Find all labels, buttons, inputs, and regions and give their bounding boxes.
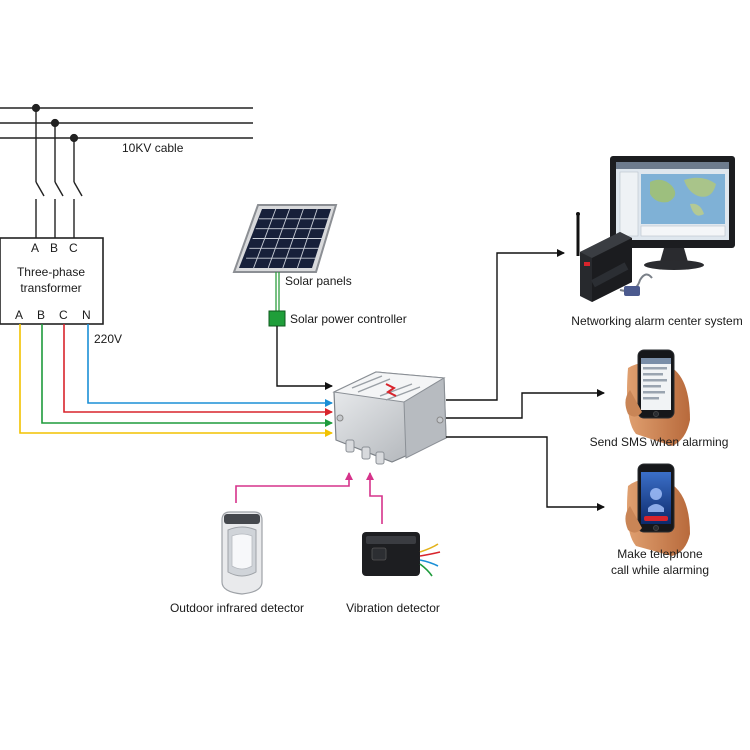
transformer-out-c: C <box>59 308 68 322</box>
infrared-detector-label: Outdoor infrared detector <box>170 601 304 615</box>
transformer-out-a: A <box>15 308 23 322</box>
10kv-cable <box>0 107 253 139</box>
transformer-out-n: N <box>82 308 91 322</box>
switch-b-icon <box>54 181 64 197</box>
switch-c-icon <box>73 181 83 197</box>
phase-wires <box>19 324 333 437</box>
cable-taps <box>31 103 83 238</box>
wire-phase-c <box>63 324 333 416</box>
gsm-alarm-unit-icon <box>332 371 447 465</box>
voltage-label: 220V <box>94 332 122 346</box>
caller-avatar-icon <box>650 488 662 500</box>
alarm-to-call-wire <box>446 436 605 511</box>
transformer-in-a: A <box>31 241 39 255</box>
infrared-to-alarm-wire <box>235 472 353 503</box>
solar-panel-icon <box>232 204 338 273</box>
solar-wires <box>275 272 280 311</box>
infrared-detector-icon <box>221 511 263 595</box>
wire-phase-a <box>19 324 333 437</box>
output-wires <box>446 249 605 511</box>
transformer-title-2: transformer <box>20 281 81 295</box>
controller-to-alarm-wire <box>276 326 333 390</box>
wire-neutral <box>87 324 333 407</box>
network-center-label: Networking alarm center system <box>571 314 742 328</box>
call-label-line1: Make telephone <box>617 547 703 561</box>
transformer-title-1: Three-phase <box>17 265 85 279</box>
vibration-detector-icon <box>362 532 441 577</box>
transformer-in-b: B <box>50 241 58 255</box>
cable-label: 10KV cable <box>122 141 184 155</box>
solar-controller-icon <box>268 310 286 327</box>
solar-controller-label: Solar power controller <box>290 312 407 326</box>
wire-phase-b <box>41 324 333 427</box>
gsm-alarm-receiver-icon <box>576 212 653 302</box>
alarm-to-sms-wire <box>446 389 605 419</box>
sms-label: Send SMS when alarming <box>590 435 729 449</box>
monitor-icon <box>610 156 735 270</box>
vibration-to-alarm-wire <box>366 472 383 524</box>
transformer-out-b: B <box>37 308 45 322</box>
sms-phone-icon <box>625 349 690 446</box>
solar-panels-label: Solar panels <box>285 274 352 288</box>
transformer-box <box>0 237 104 325</box>
transformer-in-c: C <box>69 241 78 255</box>
alarm-to-network-wire <box>446 249 565 401</box>
switch-a-icon <box>35 181 45 197</box>
vibration-detector-label: Vibration detector <box>346 601 440 615</box>
call-phone-icon <box>625 463 690 556</box>
call-label-line2: call while alarming <box>611 563 709 577</box>
